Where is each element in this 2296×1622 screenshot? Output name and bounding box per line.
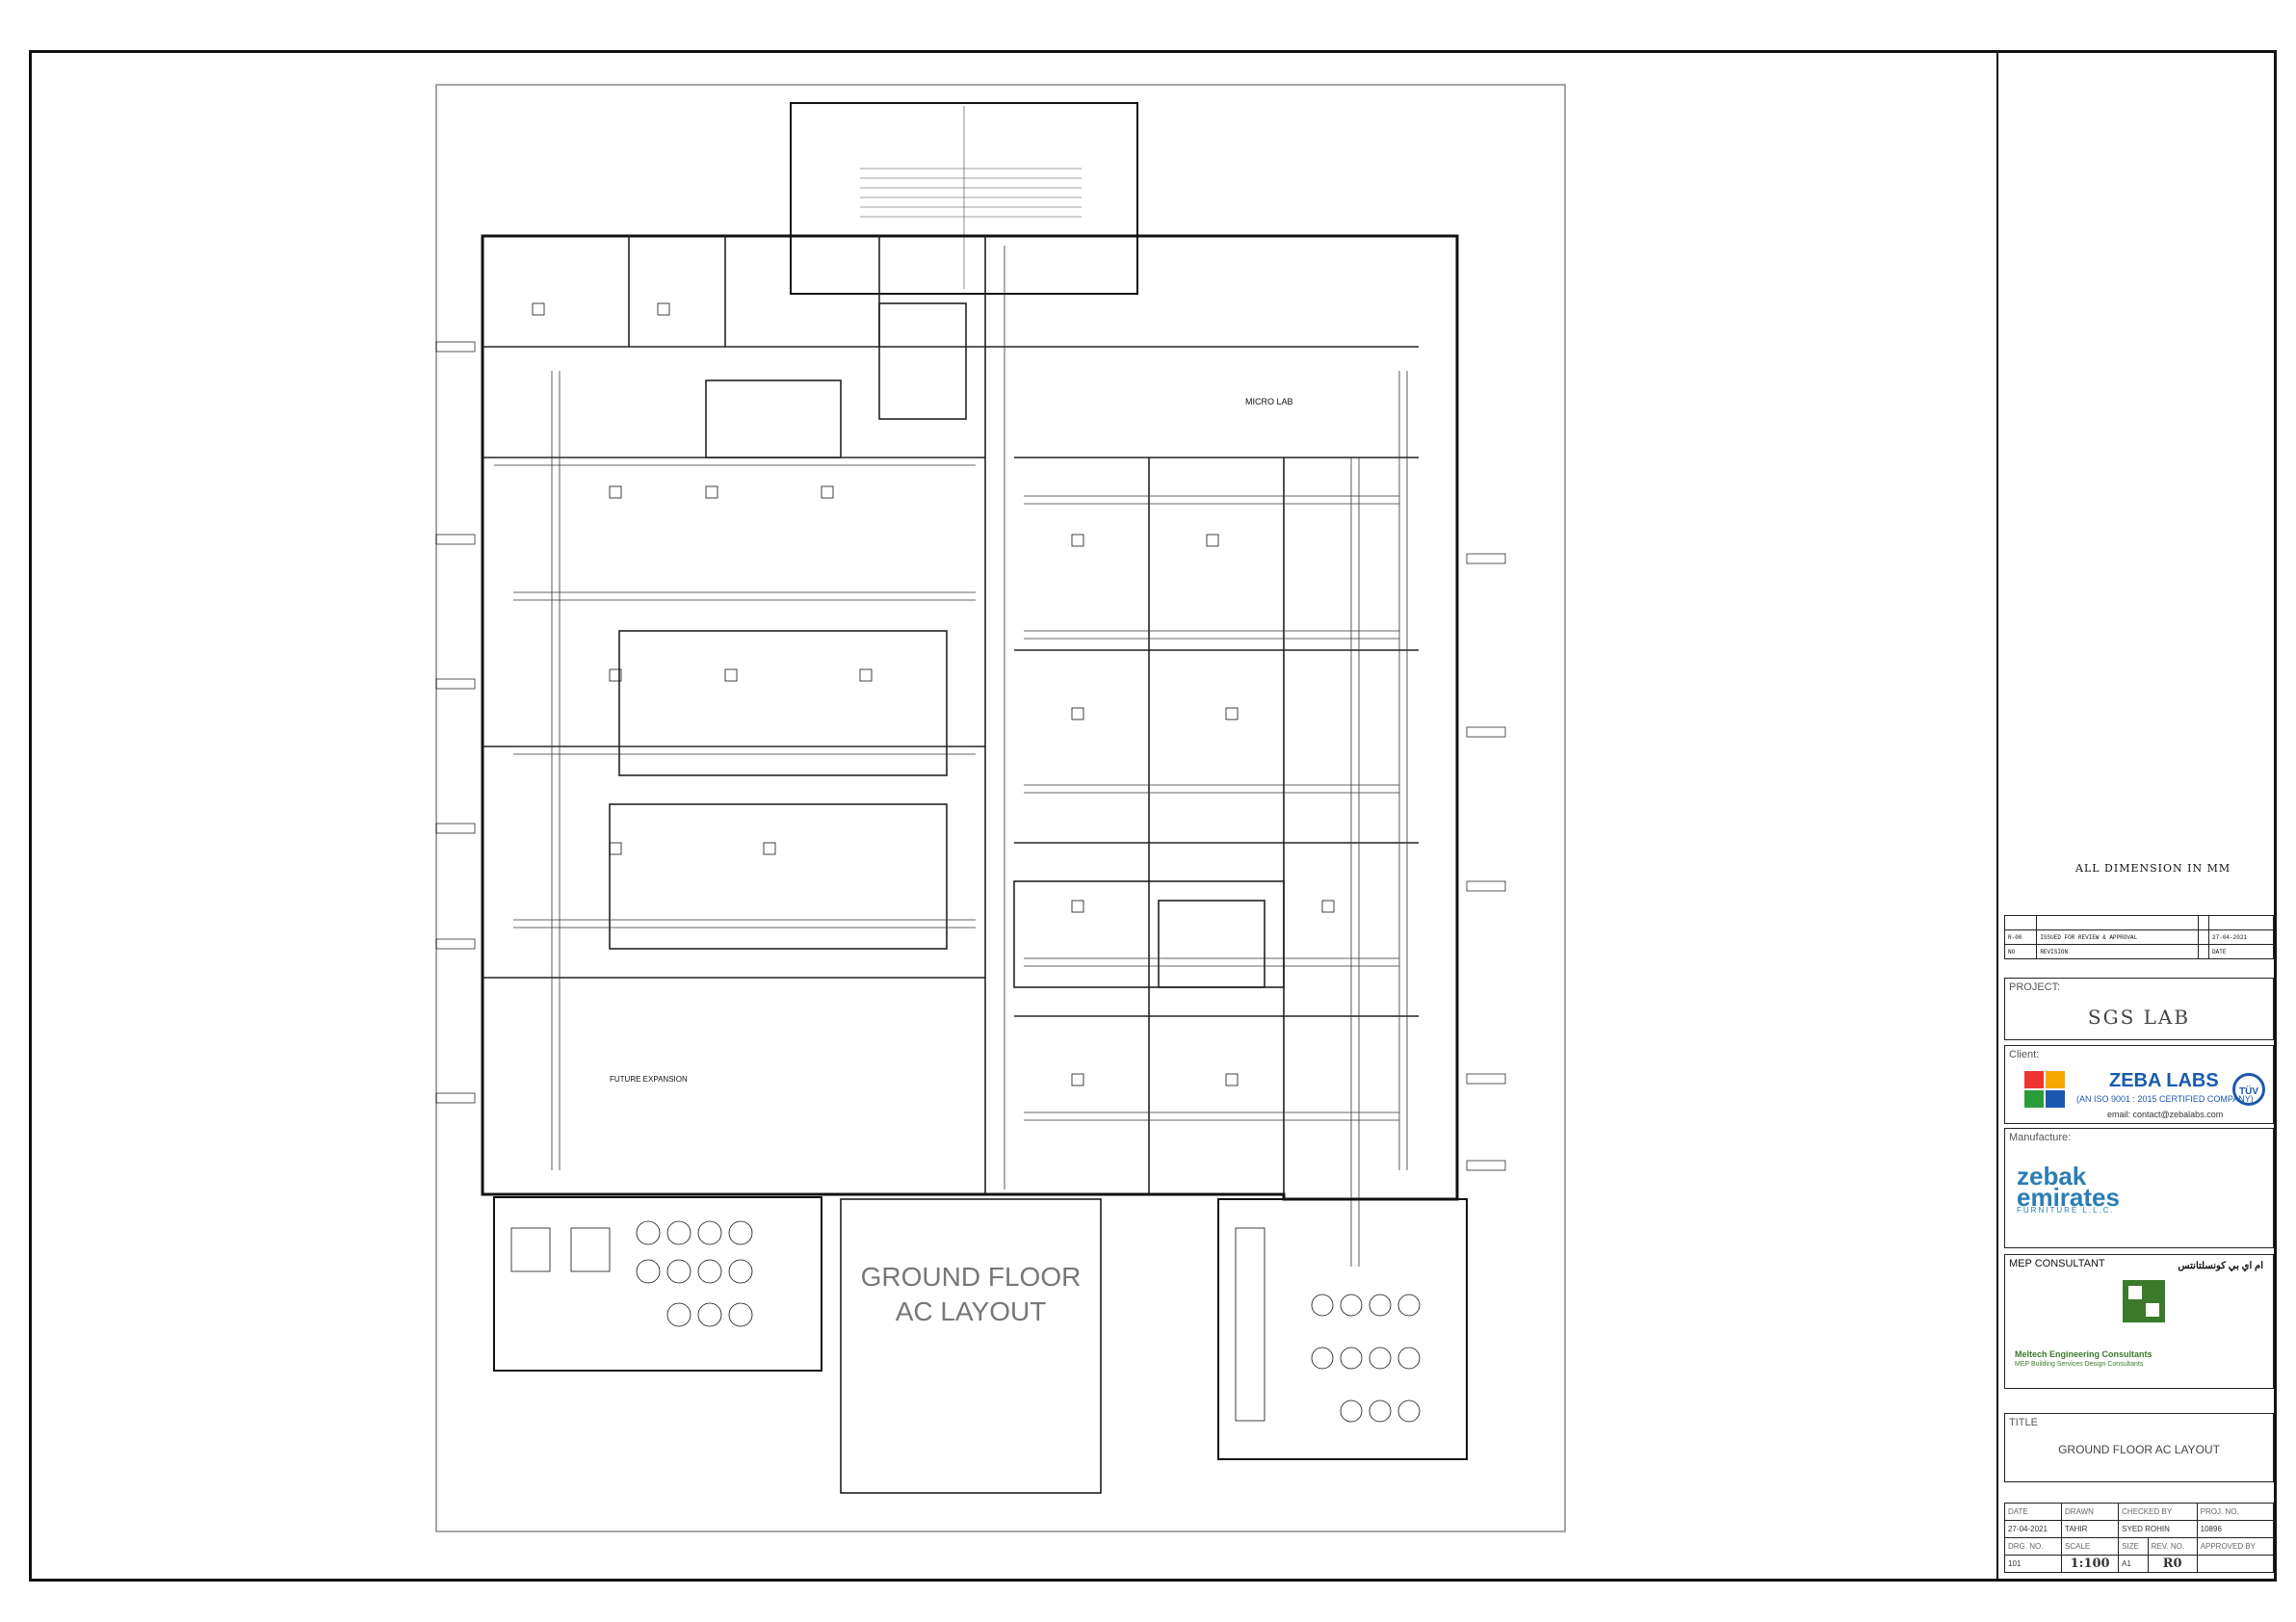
- stair-lines: [860, 106, 1082, 289]
- rev-desc: ISSUED FOR REVIEW & APPROVAL: [2036, 929, 2200, 945]
- project-box: PROJECT: SGS LAB: [2004, 978, 2274, 1040]
- room-label-future-expansion: FUTURE EXPANSION: [610, 1075, 688, 1084]
- rev-header-date: DATE: [2208, 944, 2274, 959]
- rev-value: R0: [2147, 1555, 2198, 1573]
- drg-label: DRG. NO.: [2003, 1537, 2063, 1556]
- stair-block: [790, 102, 1138, 295]
- checked-label: CHECKED BY: [2118, 1503, 2198, 1521]
- manufacturer-logo-line1: zebak: [2017, 1162, 2087, 1190]
- manufacturer-logo-line2: emirates: [2017, 1183, 2120, 1212]
- mep-arabic-name: ام اي بي كونسلتانتس: [2178, 1261, 2263, 1271]
- drawn-label: DRAWN: [2061, 1503, 2120, 1521]
- proj-value: 10896: [2196, 1520, 2275, 1538]
- revision-table: R-00 ISSUED FOR REVIEW & APPROVAL 27-04-…: [2003, 915, 2274, 959]
- scale-label: SCALE: [2061, 1537, 2120, 1556]
- interior-walls: [483, 236, 1419, 1194]
- client-box: Client: ZEBA LABS (AN ISO 9001 : 2015 CE…: [2004, 1045, 2274, 1124]
- drawing-title: GROUND FLOOR AC LAYOUT: [2058, 1443, 2220, 1456]
- project-label: PROJECT:: [2009, 981, 2061, 993]
- room-label-micro-lab: MICRO LAB: [1245, 397, 1293, 406]
- side-tags: [435, 341, 1506, 1171]
- drg-value: 101: [2003, 1555, 2063, 1573]
- proj-label: PROJ. NO.: [2196, 1503, 2275, 1521]
- duct-runs: [494, 246, 1408, 1267]
- rev-header-no: NO: [2003, 944, 2038, 959]
- mep-label: MEP CONSULTANT: [2009, 1258, 2105, 1269]
- approved-label: APPROVED BY: [2196, 1537, 2275, 1556]
- drawing-area: GROUND FLOOR AC LAYOUT MICRO LAB FUTURE …: [32, 53, 1996, 1579]
- plan-frame: [435, 84, 1566, 1532]
- client-cert: (AN ISO 9001 : 2015 CERTIFIED COMPANY): [2076, 1094, 2254, 1104]
- zeba-logo-icon: [2024, 1071, 2065, 1108]
- manufacturer-logo: zebak emirates: [2017, 1162, 2120, 1210]
- condensing-units-right: [1235, 1227, 1421, 1423]
- drawing-sheet: GROUND FLOOR AC LAYOUT MICRO LAB FUTURE …: [29, 50, 2277, 1582]
- manufacture-box: Manufacture: zebak emirates FURNITURE L.…: [2004, 1128, 2274, 1248]
- condensing-units-left: [510, 1220, 753, 1327]
- project-name: SGS LAB: [2087, 1006, 2191, 1029]
- main-title-line1: GROUND FLOOR: [861, 1262, 1082, 1292]
- building-outline: [481, 234, 1459, 1201]
- date-value: 27-04-2021: [2003, 1520, 2063, 1538]
- drawn-value: TAHIR: [2061, 1520, 2120, 1538]
- main-title-line2: AC LAYOUT: [896, 1296, 1047, 1326]
- manufacturer-logo-sub: FURNITURE L.L.C.: [2017, 1206, 2115, 1215]
- title-label: TITLE: [2009, 1417, 2038, 1428]
- rev-label: REV. NO.: [2147, 1537, 2198, 1556]
- mep-name: Meltech Engineering Consultants: [2015, 1349, 2152, 1359]
- size-label: SIZE: [2118, 1537, 2149, 1556]
- title-block: ALL DIMENSION IN MM R-00 ISSUED FOR REVI…: [1996, 53, 2275, 1579]
- manufacture-label: Manufacture:: [2009, 1132, 2072, 1143]
- title-box: TITLE GROUND FLOOR AC LAYOUT: [2004, 1413, 2274, 1482]
- rev-header-revision: REVISION: [2036, 944, 2200, 959]
- rev-date: 27-04-2021: [2208, 929, 2274, 945]
- plant-area-right: [1217, 1198, 1468, 1460]
- floor-plan: GROUND FLOOR AC LAYOUT MICRO LAB FUTURE …: [435, 84, 1566, 1532]
- client-name: ZEBA LABS: [2109, 1070, 2219, 1091]
- client-label: Client:: [2009, 1049, 2040, 1060]
- mep-logo-icon: [2123, 1280, 2165, 1322]
- size-value: A1: [2118, 1555, 2149, 1573]
- diffusers: [532, 302, 1335, 1086]
- client-email: email: contact@zebalabs.com: [2107, 1110, 2224, 1119]
- checked-value: SYED ROHIN: [2118, 1520, 2198, 1538]
- scale-value: 1:100: [2061, 1555, 2120, 1573]
- ground-floor-label-block: [840, 1198, 1102, 1494]
- rev-no: R-00: [2003, 929, 2038, 945]
- approved-value: [2196, 1555, 2275, 1573]
- date-label: DATE: [2003, 1503, 2063, 1521]
- mep-subtitle: MEP Building Services Design Consultants: [2015, 1361, 2144, 1368]
- mep-consultant-box: MEP CONSULTANT ام اي بي كونسلتانتس Melte…: [2004, 1254, 2274, 1389]
- drawing-meta-table: DATE DRAWN CHECKED BY PROJ. NO. 27-04-20…: [2003, 1503, 2275, 1573]
- dimension-note: ALL DIMENSION IN MM: [2075, 862, 2231, 875]
- tuv-badge-icon: TÜV: [2232, 1073, 2265, 1106]
- plant-area-left: [493, 1196, 822, 1372]
